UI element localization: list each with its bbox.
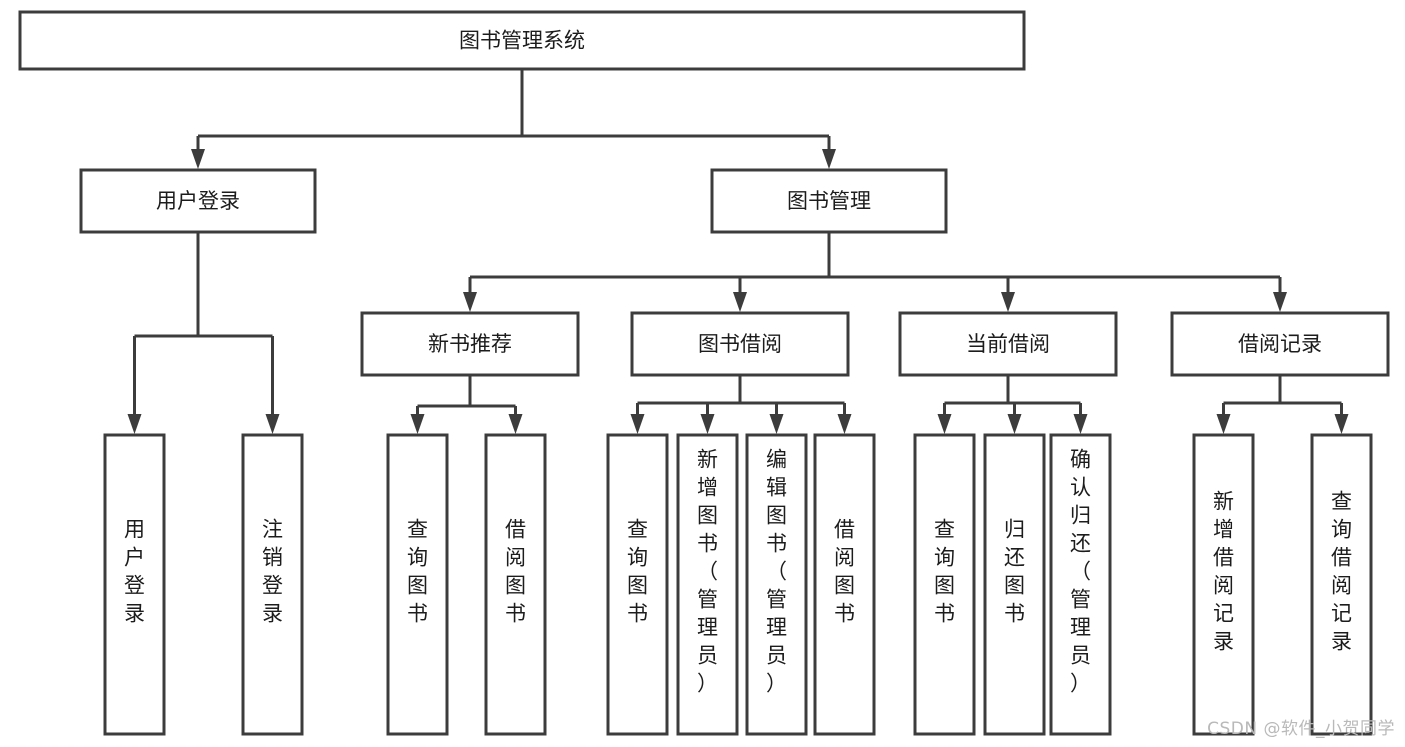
node-label-leaf-query-borrow-record: 查询借阅记录 [1331,490,1352,654]
connector-group-current-borrow [937,375,1088,434]
node-label-leaf-user-login: 用户登录 [124,518,145,626]
node-box-leaf-add-book-admin[interactable] [676,433,739,736]
node-leaf-add-book-admin[interactable]: 新增图书（管理员） [676,433,739,736]
node-leaf-user-logout[interactable]: 注销登录 [241,433,304,736]
node-book-borrow[interactable]: 图书借阅 [630,311,850,377]
node-label-leaf-edit-book-admin: 编辑图书（管理员） [766,448,787,696]
node-label-leaf-user-logout: 注销登录 [262,518,283,626]
node-box-leaf-query-book-rec[interactable] [386,433,449,736]
connector-layer [127,69,1349,434]
node-leaf-query-borrow-record[interactable]: 查询借阅记录 [1310,433,1373,736]
connector-group-borrow-record [1216,375,1349,434]
node-label-root: 图书管理系统 [459,29,585,53]
node-book-manage[interactable]: 图书管理 [710,168,948,234]
node-layer: 图书管理系统用户登录图书管理新书推荐图书借阅当前借阅借阅记录用户登录注销登录查询… [18,10,1390,736]
connector-group-root [191,69,836,169]
node-label-book-borrow: 图书借阅 [698,332,782,356]
node-current-borrow[interactable]: 当前借阅 [898,311,1118,377]
node-leaf-return-book[interactable]: 归还图书 [983,433,1046,736]
node-label-leaf-query-book-borrow: 查询图书 [627,518,648,626]
node-box-current-borrow[interactable] [898,311,1118,377]
node-box-leaf-confirm-return-admin[interactable] [1049,433,1112,736]
node-box-leaf-add-borrow-record[interactable] [1192,433,1255,736]
node-leaf-edit-book-admin[interactable]: 编辑图书（管理员） [745,433,808,736]
node-leaf-confirm-return-admin[interactable]: 确认归还（管理员） [1049,433,1112,736]
node-label-leaf-add-borrow-record: 新增借阅记录 [1213,490,1234,654]
node-user-login[interactable]: 用户登录 [79,168,317,234]
node-box-leaf-return-book[interactable] [983,433,1046,736]
node-label-user-login: 用户登录 [156,189,240,213]
node-leaf-add-borrow-record[interactable]: 新增借阅记录 [1192,433,1255,736]
node-label-leaf-borrow-book: 借阅图书 [834,518,855,626]
node-box-book-manage[interactable] [710,168,948,234]
node-label-leaf-borrow-book-rec: 借阅图书 [505,518,526,626]
node-label-borrow-record: 借阅记录 [1238,332,1322,356]
node-new-book-recommend[interactable]: 新书推荐 [360,311,580,377]
node-box-leaf-edit-book-admin[interactable] [745,433,808,736]
node-label-leaf-add-book-admin: 新增图书（管理员） [697,448,718,696]
node-box-leaf-query-book-current[interactable] [913,433,976,736]
node-box-leaf-borrow-book[interactable] [813,433,876,736]
node-borrow-record[interactable]: 借阅记录 [1170,311,1390,377]
node-box-leaf-user-login[interactable] [103,433,166,736]
node-leaf-query-book-borrow[interactable]: 查询图书 [606,433,669,736]
connector-group-user-login [127,232,280,434]
node-leaf-query-book-rec[interactable]: 查询图书 [386,433,449,736]
node-leaf-user-login[interactable]: 用户登录 [103,433,166,736]
node-box-leaf-query-book-borrow[interactable] [606,433,669,736]
connector-group-book-manage [463,232,1287,312]
node-box-book-borrow[interactable] [630,311,850,377]
node-leaf-borrow-book[interactable]: 借阅图书 [813,433,876,736]
node-label-book-manage: 图书管理 [787,189,871,213]
node-label-leaf-query-book-current: 查询图书 [934,518,955,626]
node-label-new-book-recommend: 新书推荐 [428,332,512,356]
node-leaf-query-book-current[interactable]: 查询图书 [913,433,976,736]
node-box-borrow-record[interactable] [1170,311,1390,377]
node-label-leaf-return-book: 归还图书 [1004,518,1025,626]
node-root[interactable]: 图书管理系统 [18,10,1026,71]
node-label-leaf-query-book-rec: 查询图书 [407,518,428,626]
node-label-leaf-confirm-return-admin: 确认归还（管理员） [1070,448,1091,696]
node-leaf-borrow-book-rec[interactable]: 借阅图书 [484,433,547,736]
connector-group-book-borrow [630,375,852,434]
node-box-leaf-borrow-book-rec[interactable] [484,433,547,736]
node-box-leaf-query-borrow-record[interactable] [1310,433,1373,736]
node-label-current-borrow: 当前借阅 [966,332,1050,356]
node-box-root[interactable] [18,10,1026,71]
connector-group-new-book-recommend [410,375,523,434]
node-box-new-book-recommend[interactable] [360,311,580,377]
node-box-leaf-user-logout[interactable] [241,433,304,736]
node-box-user-login[interactable] [79,168,317,234]
